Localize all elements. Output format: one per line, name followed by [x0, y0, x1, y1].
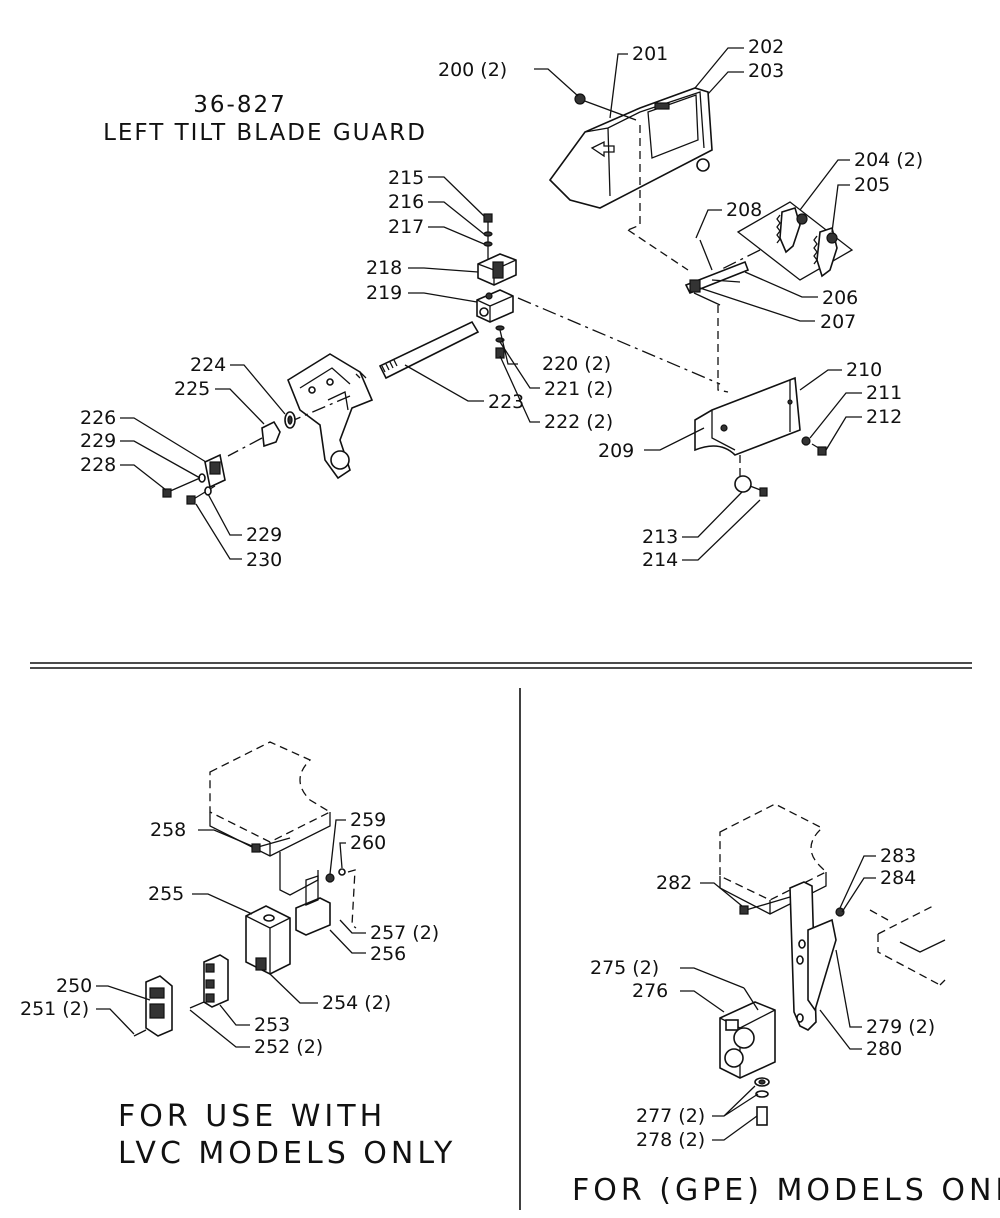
label-212: 212: [866, 406, 902, 428]
label-201: 201: [632, 43, 668, 65]
rod-223: [378, 320, 480, 380]
blade-guard-cover: [548, 87, 713, 209]
bracket-226: [204, 453, 226, 489]
label-217: 217: [388, 216, 424, 238]
label-257: 257 (2): [370, 922, 439, 944]
rear-trunnion: [287, 353, 374, 480]
gpe-side-table: [877, 904, 946, 986]
support-block-assembly: [476, 213, 517, 359]
label-210: 210: [846, 359, 882, 381]
label-220: 220 (2): [542, 353, 611, 375]
label-211: 211: [866, 382, 902, 404]
label-258: 258: [150, 819, 186, 841]
label-205: 205: [854, 174, 890, 196]
label-284: 284: [880, 867, 916, 889]
lvc-switch-plate: [145, 975, 173, 1037]
label-216: 216: [388, 191, 424, 213]
pawl-bracket: [684, 239, 750, 306]
nut-211: [801, 436, 811, 446]
label-252: 252 (2): [254, 1036, 323, 1058]
lvc-caption-line2: LVC MODELS ONLY: [118, 1136, 456, 1171]
gpe-switch-box: [719, 1001, 776, 1079]
lvc-caption-line1: FOR USE WITH: [118, 1099, 386, 1134]
label-203: 203: [748, 60, 784, 82]
label-202: 202: [748, 36, 784, 58]
diagram-title: LEFT TILT BLADE GUARD: [103, 120, 427, 146]
label-208: 208: [726, 199, 762, 221]
label-250: 250: [56, 975, 92, 997]
label-254: 254 (2): [322, 992, 391, 1014]
gpe-mount-bracket: [789, 881, 837, 1031]
label-278: 278 (2): [636, 1129, 705, 1151]
label-230: 230: [246, 549, 282, 571]
label-282: 282: [656, 872, 692, 894]
label-229a: 229: [80, 430, 116, 452]
label-215: 215: [388, 167, 424, 189]
label-200: 200 (2): [438, 59, 507, 81]
label-283: 283: [880, 845, 916, 867]
label-206: 206: [822, 287, 858, 309]
gpe-caption: FOR (GPE) MODELS ONLY: [572, 1173, 1000, 1208]
label-251: 251 (2): [20, 998, 89, 1020]
label-276: 276: [632, 980, 668, 1002]
label-229b: 229: [246, 524, 282, 546]
nut-224: [261, 411, 296, 448]
label-219: 219: [366, 282, 402, 304]
lvc-switch-contacts: [203, 954, 229, 1008]
label-259: 259: [350, 809, 386, 831]
leader-lines: [96, 47, 876, 1141]
label-260: 260: [350, 832, 386, 854]
label-222: 222 (2): [544, 411, 613, 433]
gpe-connectors: [754, 1077, 770, 1126]
label-209: 209: [598, 440, 634, 462]
label-277: 277 (2): [636, 1105, 705, 1127]
screws-228-230: [162, 473, 216, 505]
label-218: 218: [366, 257, 402, 279]
label-223: 223: [488, 391, 524, 413]
label-275: 275 (2): [590, 957, 659, 979]
splitter-plate: [694, 376, 801, 456]
lvc-switch-box: [245, 905, 291, 975]
label-253: 253: [254, 1014, 290, 1036]
label-226: 226: [80, 407, 116, 429]
label-207: 207: [820, 311, 856, 333]
model-number: 36-827: [193, 92, 286, 118]
label-213: 213: [642, 526, 678, 548]
anti-kickback-pawls: [736, 201, 854, 281]
label-221: 221 (2): [544, 378, 613, 400]
label-224: 224: [190, 354, 226, 376]
lvc-table-outline: [209, 741, 332, 896]
part-labels: 200 (2) 201 202 203 204 (2) 205 206 207 …: [20, 36, 935, 1151]
label-214: 214: [642, 549, 678, 571]
label-256: 256: [370, 943, 406, 965]
label-204: 204 (2): [854, 149, 923, 171]
label-280: 280: [866, 1038, 902, 1060]
label-255: 255: [148, 883, 184, 905]
label-228: 228: [80, 454, 116, 476]
washer-213: [734, 475, 752, 493]
lvc-bracket: [295, 868, 346, 936]
label-279: 279 (2): [866, 1016, 935, 1038]
label-225: 225: [174, 378, 210, 400]
